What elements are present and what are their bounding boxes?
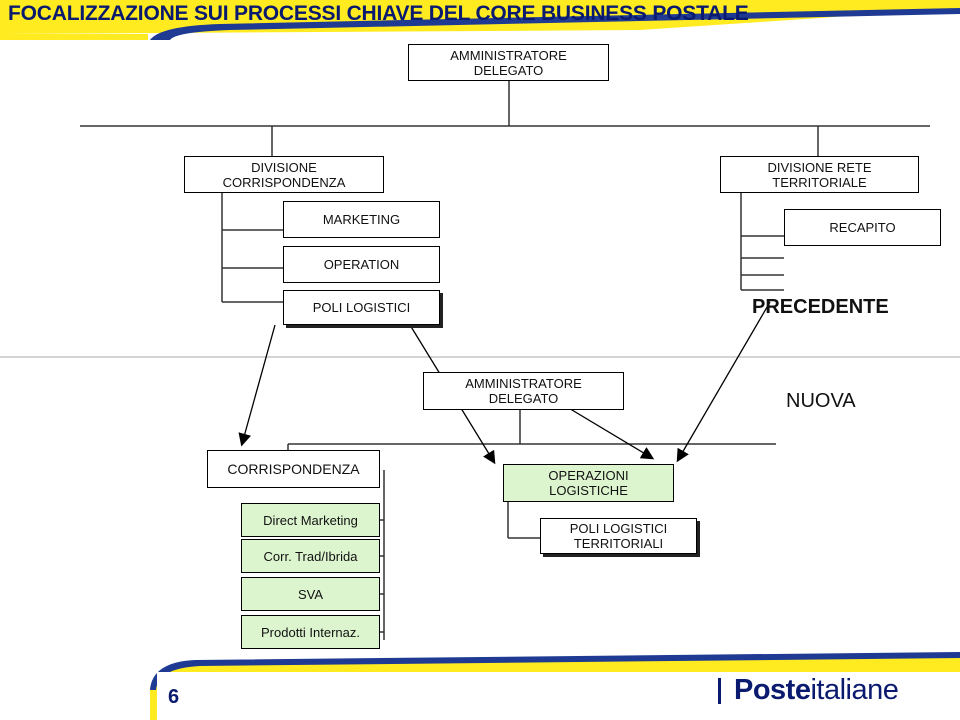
logo-divider — [718, 678, 721, 704]
nuova-poli-territoriali-box: POLI LOGISTICI TERRITORIALI — [540, 518, 697, 554]
prec-poli-logistici-box: POLI LOGISTICI — [283, 290, 440, 325]
precedente-label: PRECEDENTE — [752, 296, 889, 318]
logo-regular-text: italiane — [810, 674, 899, 706]
nuova-direct-marketing-box: Direct Marketing — [241, 503, 380, 537]
nuova-operazioni-logistiche-box: OPERAZIONI LOGISTICHE — [503, 464, 674, 502]
nuova-corrispondenza-box: CORRISPONDENZA — [207, 450, 380, 488]
page-title: FOCALIZZAZIONE SUI PROCESSI CHIAVE DEL C… — [8, 2, 749, 25]
arrow-recapito-to-operazioni — [676, 301, 771, 463]
prec-marketing-box: MARKETING — [283, 201, 440, 238]
nuova-amministratore-box: AMMINISTRATORE DELEGATO — [423, 372, 624, 410]
nuova-label: NUOVA — [786, 390, 856, 412]
prec-divisione-rete-box: DIVISIONE RETE TERRITORIALE — [720, 156, 919, 193]
prec-recapito-box: RECAPITO — [784, 209, 941, 246]
prec-amministratore-box: AMMINISTRATORE DELEGATO — [408, 44, 609, 81]
nuova-sva-box: SVA — [241, 577, 380, 611]
nuova-prodotti-internaz-box: Prodotti Internaz. — [241, 615, 380, 649]
posteitaliane-logo: Posteitaliane — [734, 674, 899, 707]
arrow-poli-to-corrispondenza — [238, 324, 276, 447]
prec-operation-box: OPERATION — [283, 246, 440, 283]
header-blue-stripe — [150, 8, 960, 40]
header-banner-tail — [0, 34, 148, 40]
page-number: 6 — [168, 686, 180, 708]
footer-blue-stripe — [150, 652, 960, 690]
logo-bold-text: Poste — [734, 674, 811, 706]
org-connectors — [0, 81, 960, 640]
nuova-corr-trad-box: Corr. Trad/Ibrida — [241, 539, 380, 573]
footer-white-panel — [157, 672, 960, 720]
prec-divisione-corrispondenza-box: DIVISIONE CORRISPONDENZA — [184, 156, 384, 193]
